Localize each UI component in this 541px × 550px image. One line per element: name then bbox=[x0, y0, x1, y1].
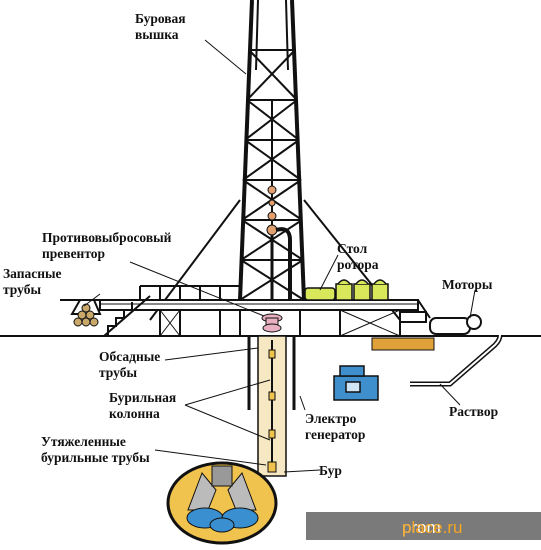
label-bop-2: превентор bbox=[42, 246, 106, 261]
bit-magnified bbox=[166, 461, 278, 545]
label-rotary-table-2: ротора bbox=[337, 257, 379, 272]
pointer-lines bbox=[83, 39, 476, 473]
watermark-part2: place.ru bbox=[402, 518, 463, 537]
label-casing-1: Обсадные bbox=[99, 349, 161, 364]
label-drill-collars-2: бурильные трубы bbox=[41, 450, 150, 465]
label-rotary-table-1: Стол bbox=[337, 241, 368, 256]
label-generator-1: Электро bbox=[305, 411, 357, 426]
spare-pipes-pile bbox=[73, 303, 99, 327]
label-drill-string-2: колонна bbox=[109, 406, 160, 421]
label-generator-2: генератор bbox=[305, 427, 366, 442]
blowout-preventer bbox=[261, 313, 283, 333]
label-bit: Бур bbox=[319, 463, 342, 478]
label-mud: Раствор bbox=[449, 404, 499, 419]
label-drill-collars-1: Утяжеленные bbox=[41, 434, 126, 449]
wellbore bbox=[247, 335, 296, 477]
label-motors: Моторы bbox=[442, 277, 493, 292]
rotary-table bbox=[304, 279, 389, 301]
label-derrick-1: Буровая bbox=[135, 11, 186, 26]
label-spare-pipes-1: Запасные bbox=[3, 266, 62, 281]
watermark-part1: prom bbox=[402, 518, 441, 537]
label-spare-pipes-2: трубы bbox=[3, 282, 41, 297]
electric-generator bbox=[333, 365, 379, 401]
motors bbox=[399, 299, 482, 335]
label-derrick-2: вышка bbox=[135, 27, 179, 42]
label-casing-2: трубы bbox=[99, 365, 137, 380]
mud-system bbox=[371, 334, 503, 387]
label-drill-string-1: Бурильная bbox=[109, 390, 177, 405]
derrick bbox=[149, 0, 401, 321]
label-bop-1: Противовыбросовый bbox=[42, 230, 172, 245]
